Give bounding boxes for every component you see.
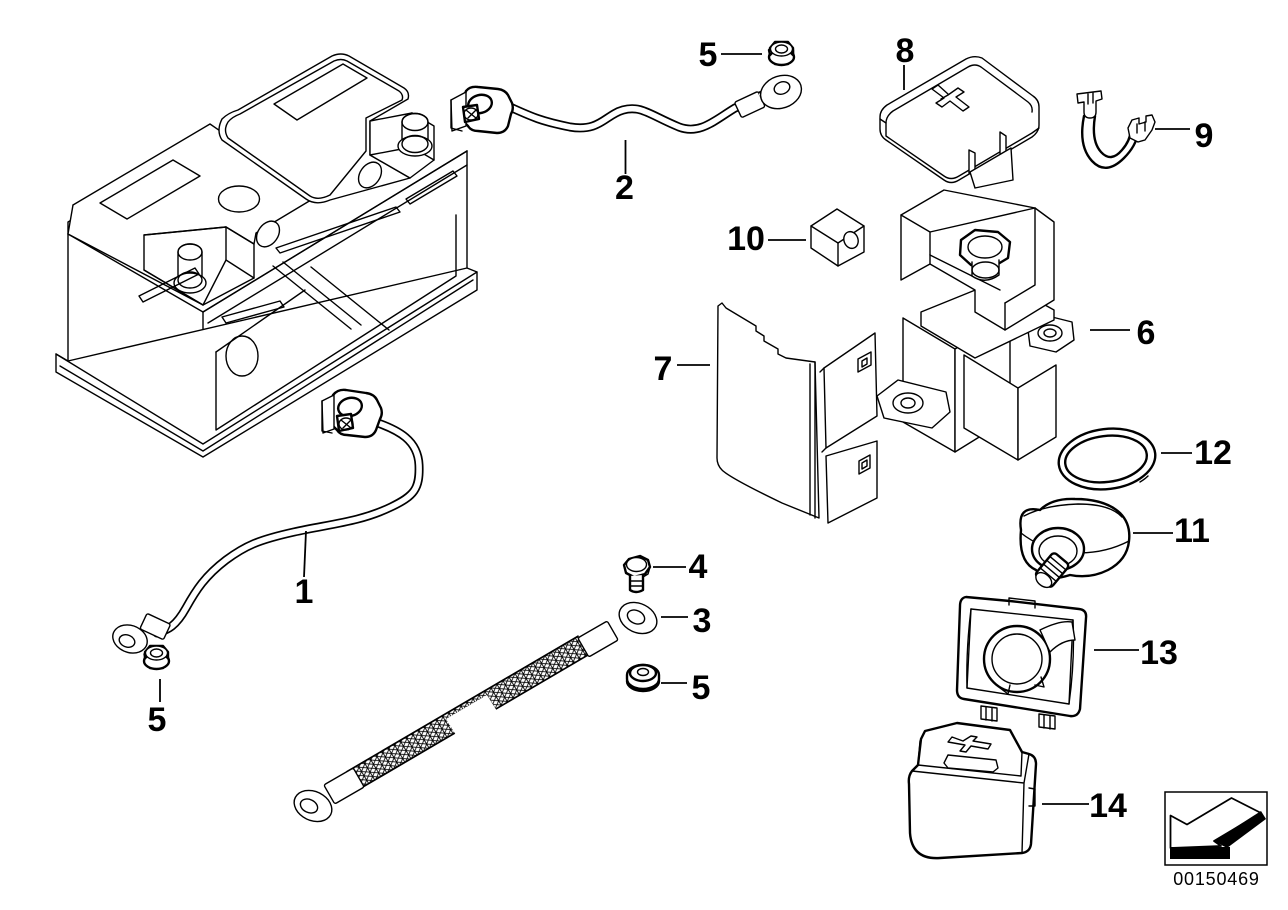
svg-text:5: 5 [699,36,718,74]
svg-text:11: 11 [1174,512,1210,550]
svg-text:10: 10 [727,220,765,258]
svg-text:8: 8 [896,32,915,70]
svg-text:12: 12 [1194,434,1232,472]
svg-text:14: 14 [1089,787,1127,825]
svg-text:13: 13 [1140,634,1178,672]
svg-text:00150469: 00150469 [1173,869,1260,889]
svg-text:1: 1 [295,573,314,611]
svg-text:5: 5 [148,701,167,739]
svg-text:2: 2 [615,169,634,207]
svg-text:5: 5 [692,669,711,707]
svg-text:7: 7 [654,350,673,388]
svg-text:3: 3 [693,602,712,640]
svg-text:6: 6 [1137,314,1156,352]
svg-text:4: 4 [689,548,708,586]
svg-text:9: 9 [1195,117,1214,155]
